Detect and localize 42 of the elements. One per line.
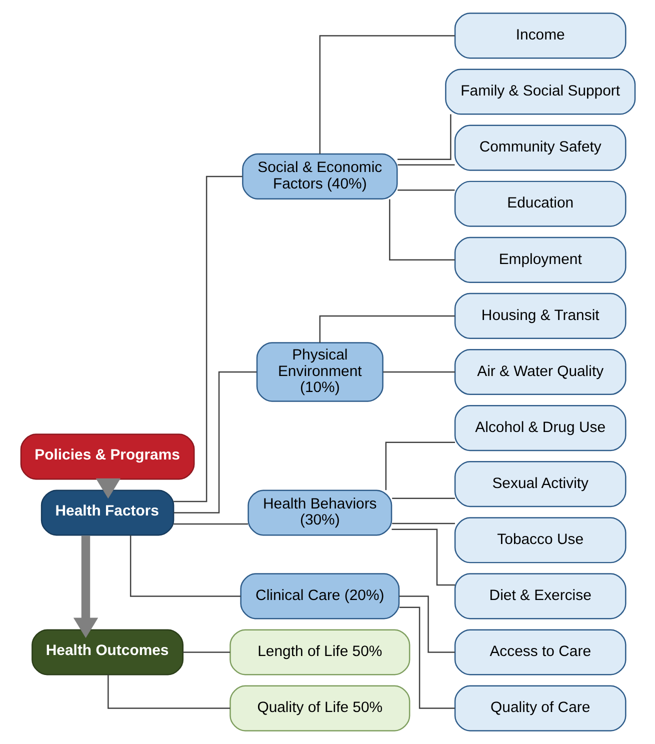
connector — [397, 190, 454, 191]
node-box: Policies & Programs — [20, 434, 194, 480]
connector — [392, 522, 454, 524]
node-box: Community Safety — [454, 124, 626, 171]
connector — [391, 528, 454, 586]
node-box: Education — [454, 180, 626, 227]
connector — [107, 674, 230, 709]
node-box: Quality of Care — [454, 685, 626, 732]
node-box: Air & Water Quality — [454, 348, 626, 396]
connector — [398, 606, 454, 709]
connector — [129, 536, 240, 597]
node-box: Quality of Life 50% — [229, 685, 410, 732]
connector — [397, 164, 454, 166]
node-box: Length of Life 50% — [229, 629, 410, 676]
arrow — [72, 536, 98, 638]
node-box: Income — [454, 12, 626, 59]
connector — [396, 114, 451, 160]
node-box: Health Factors — [40, 490, 174, 536]
node-box: Sexual Activity — [454, 461, 626, 508]
connector — [173, 523, 248, 525]
connector — [388, 199, 454, 261]
node-box: Employment — [454, 236, 626, 283]
node-box: Social & Economic Factors (40%) — [242, 153, 398, 200]
connector — [318, 35, 454, 154]
node-box: Housing & Transit — [454, 292, 626, 339]
connector — [384, 442, 454, 490]
node-box: Health Behaviors (30%) — [247, 490, 392, 536]
connector — [392, 498, 454, 500]
connector — [398, 596, 454, 653]
node-box: Physical Environment (10%) — [256, 342, 383, 402]
connector — [318, 315, 454, 343]
connector — [173, 176, 242, 502]
node-box: Family & Social Support — [444, 68, 636, 115]
connector — [173, 371, 256, 514]
node-box: Health Outcomes — [31, 629, 184, 676]
node-box: Clinical Care (20%) — [240, 573, 400, 620]
node-box: Alcohol & Drug Use — [454, 405, 626, 452]
connector — [182, 652, 230, 653]
node-box: Tobacco Use — [454, 517, 626, 564]
connector — [382, 371, 454, 373]
node-box: Access to Care — [454, 629, 626, 676]
node-box: Diet & Exercise — [454, 573, 626, 620]
